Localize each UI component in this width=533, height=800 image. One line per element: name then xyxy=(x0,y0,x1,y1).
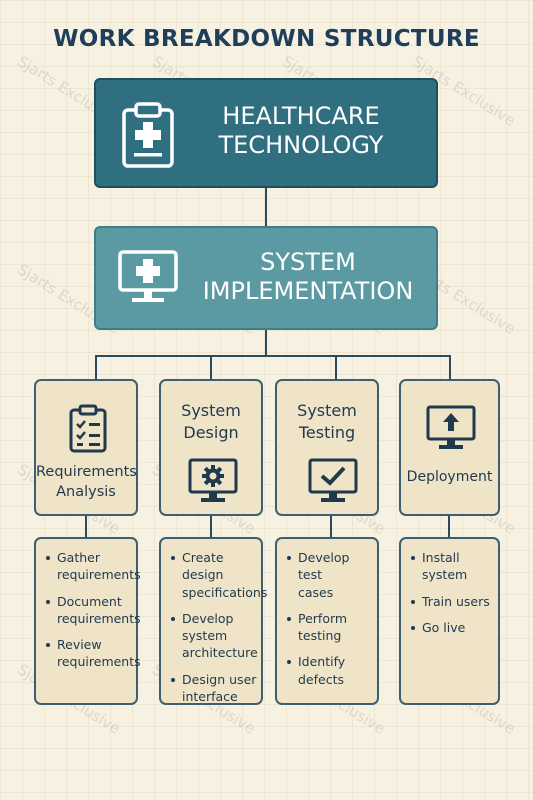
phase-title: SYSTEM IMPLEMENTATION xyxy=(188,248,428,306)
category-system-design: System Design xyxy=(159,379,263,516)
category-label-line: System xyxy=(181,401,241,420)
category-label-line: System xyxy=(297,401,357,420)
monitor-gear-icon xyxy=(188,458,238,502)
monitor-check-icon xyxy=(308,458,358,502)
category-label-line: Deployment xyxy=(406,469,493,485)
phase-title-line: SYSTEM xyxy=(260,248,356,276)
category-label: System Design xyxy=(161,400,261,445)
page-title: WORK BREAKDOWN STRUCTURE xyxy=(53,26,480,52)
connector-cat-4 xyxy=(449,355,451,379)
root-title-line: HEALTHCARE xyxy=(222,102,380,130)
connector-tasks-4 xyxy=(448,516,450,537)
category-label-line: Requirements xyxy=(36,464,137,480)
checklist-icon xyxy=(69,404,107,453)
category-label: System Testing xyxy=(277,400,377,445)
category-deployment: Deployment xyxy=(399,379,500,516)
task-item: Go live xyxy=(408,619,494,636)
task-item: Train users xyxy=(408,593,494,610)
connector-tasks-1 xyxy=(85,516,87,537)
connector-tasks-2 xyxy=(210,516,212,537)
category-label-line: Analysis xyxy=(56,483,116,500)
connector-tasks-3 xyxy=(330,516,332,537)
connector-root-phase xyxy=(265,188,267,226)
root-title: HEALTHCARE TECHNOLOGY xyxy=(201,102,401,160)
monitor-upload-icon xyxy=(426,405,476,449)
phase-title-line: IMPLEMENTATION xyxy=(202,276,414,305)
clipboard-medical-icon xyxy=(122,102,174,168)
connector-cat-2 xyxy=(210,355,212,379)
connector-phase-down xyxy=(265,330,267,355)
category-label-line: Design xyxy=(183,423,239,443)
category-requirements-analysis: Requirements Analysis xyxy=(34,379,138,516)
monitor-medical-icon xyxy=(118,250,178,302)
connector-cat-3 xyxy=(335,355,337,379)
connector-horizontal xyxy=(95,355,451,357)
root-title-line: TECHNOLOGY xyxy=(218,130,384,159)
phase-node: SYSTEM IMPLEMENTATION xyxy=(94,226,438,330)
category-system-testing: System Testing xyxy=(275,379,379,516)
category-label: Requirements Analysis xyxy=(36,463,137,502)
root-node: HEALTHCARE TECHNOLOGY xyxy=(94,78,438,188)
category-label: Deployment xyxy=(401,469,498,485)
category-label-line: Testing xyxy=(298,423,356,443)
connector-cat-1 xyxy=(95,355,97,379)
